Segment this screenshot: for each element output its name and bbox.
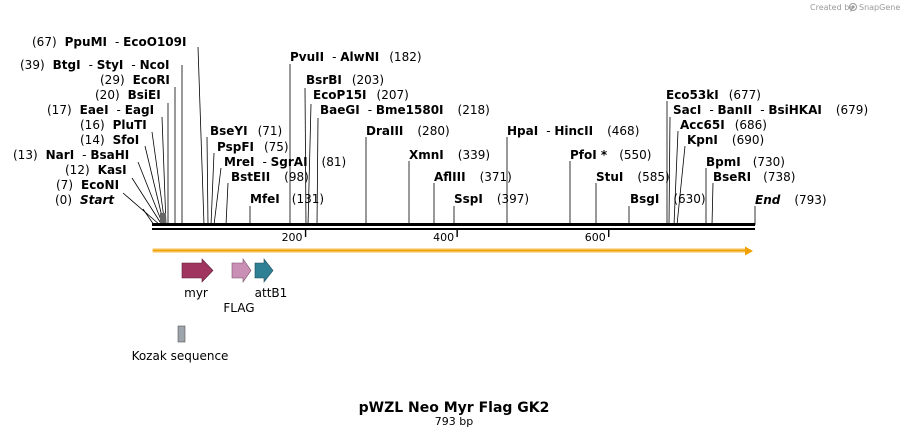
site-label[interactable]: Acc65I(686): [680, 118, 767, 132]
ruler-tick-label: 400: [433, 231, 454, 244]
ruler-ticks: 200 400 600: [282, 230, 610, 244]
site-label[interactable]: MfeI(131): [250, 192, 324, 206]
site-label[interactable]: (17)EaeI- EagI: [47, 103, 154, 117]
leader-mrei: [213, 167, 222, 226]
feature-flag[interactable]: FLAG: [223, 258, 255, 315]
leader-sfoi: [144, 145, 165, 226]
orf-bar[interactable]: [152, 246, 753, 256]
site-label[interactable]: BseYI(71): [210, 124, 282, 138]
site-label[interactable]: XmnI(339): [409, 148, 490, 162]
leader-bsteii: [225, 182, 229, 226]
feature-label-kozak: Kozak sequence: [132, 349, 229, 363]
leader-ppumi: [197, 46, 205, 226]
site-label[interactable]: (12)KasI: [65, 163, 127, 177]
leader-bseri: [711, 182, 714, 226]
site-label[interactable]: (39)BtgI- StyI- NcoI: [20, 58, 169, 72]
feature-myr[interactable]: myr: [181, 258, 214, 300]
site-label[interactable]: DraIII(280): [366, 124, 450, 138]
site-label[interactable]: BseRI(738): [713, 170, 795, 184]
site-label[interactable]: BpmI(730): [706, 155, 785, 169]
snapgene-logo-icon: [849, 3, 857, 11]
leader-pluti: [151, 131, 166, 226]
site-label[interactable]: StuI(585): [596, 170, 670, 184]
leader-bsrbi: [304, 87, 307, 226]
site-label[interactable]: End(793): [755, 193, 827, 207]
site-label[interactable]: SspI(397): [454, 192, 529, 206]
site-label[interactable]: KpnI(690): [687, 133, 764, 147]
map-title: pWZL Neo Myr Flag GK2: [359, 400, 550, 416]
site-label[interactable]: HpaI- HincII(468): [507, 124, 639, 138]
leader-kasi: [131, 177, 163, 226]
leader-kpni: [676, 145, 686, 226]
site-label[interactable]: (0)Start: [55, 193, 115, 207]
site-label[interactable]: PfoI *(550): [570, 148, 651, 162]
site-label[interactable]: (67)PpuMI- EcoO109I: [32, 35, 186, 49]
site-label[interactable]: BsgI(630): [630, 192, 706, 206]
ruler-tick-label: 600: [585, 231, 606, 244]
site-label[interactable]: (20)BsiEI: [95, 88, 161, 102]
leader-econi: [122, 192, 161, 226]
ruler-tick-label: 200: [282, 231, 303, 244]
site-leaders: [122, 46, 756, 226]
leader-saci: [668, 116, 671, 226]
site-label[interactable]: (14)SfoI: [80, 133, 139, 147]
leader-acc65i: [673, 130, 679, 226]
site-label[interactable]: Eco53kI(677): [666, 88, 761, 102]
leader-ecop15i: [307, 103, 312, 226]
leader-baegi: [316, 117, 319, 226]
watermark-created-by: Created by: [810, 3, 854, 12]
feature-label-myr: myr: [184, 286, 208, 300]
leader-nari: [137, 161, 164, 226]
leader-eaei: [161, 116, 167, 226]
leader-start: [142, 208, 155, 226]
feature-kozak-sequence[interactable]: Kozak sequence: [132, 325, 229, 363]
site-label[interactable]: (13)NarI- BsaHI: [13, 148, 129, 162]
site-label[interactable]: PspFI(75): [217, 140, 289, 154]
feature-attb1[interactable]: attB1: [255, 258, 288, 300]
site-labels: (67)PpuMI- EcoO109I (39)BtgI- StyI- NcoI…: [13, 35, 868, 207]
site-label[interactable]: (16)PluTI: [80, 118, 147, 132]
watermark-brand: SnapGene: [859, 3, 900, 12]
leader-bseyi: [206, 136, 209, 226]
site-label[interactable]: (29)EcoRI: [100, 73, 170, 87]
feature-label-flag: FLAG: [223, 301, 254, 315]
site-label[interactable]: BsrBI(203): [306, 73, 384, 87]
site-label[interactable]: (7)EcoNI: [56, 178, 119, 192]
site-label[interactable]: BstEII(98): [231, 170, 309, 184]
sequence-backbone: [152, 213, 755, 230]
site-label[interactable]: MreI- SgrAI(81): [224, 155, 346, 169]
feature-label-attb1: attB1: [255, 286, 288, 300]
site-label[interactable]: AflIII(371): [434, 170, 512, 184]
site-label[interactable]: BaeGI- Bme1580I(218): [320, 103, 490, 117]
site-label[interactable]: SacI- BanII- BsiHKAI(679): [673, 103, 868, 117]
site-label[interactable]: PvuII- AlwNI(182): [290, 50, 422, 64]
site-label[interactable]: EcoP15I(207): [313, 88, 409, 102]
map-subtitle: 793 bp: [435, 415, 473, 428]
leader-pspfi: [210, 152, 215, 226]
